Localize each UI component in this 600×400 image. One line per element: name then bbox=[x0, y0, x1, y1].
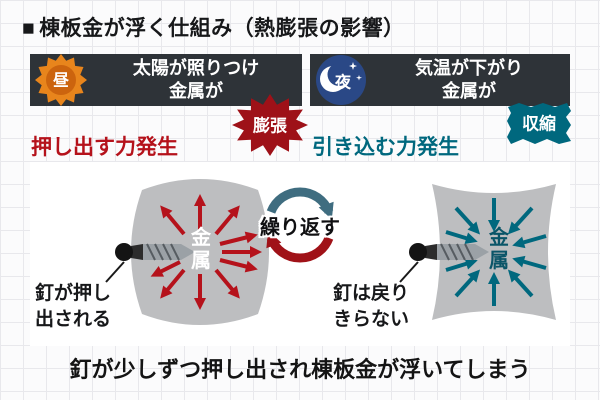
conclusion-text: 釘が少しずつ押し出され棟板金が浮いてしまう bbox=[69, 357, 531, 382]
day-metal-label: 金属 bbox=[191, 227, 211, 272]
screw-icon bbox=[409, 243, 489, 261]
night-nail-note-line2: きらない bbox=[333, 308, 410, 330]
day-nail-note-line1: 釘が押し bbox=[35, 283, 112, 304]
night-contraction-illustration bbox=[399, 184, 556, 320]
contraction-badge-label: 収縮 bbox=[522, 114, 556, 134]
night-force-label: 引き込む力発生 bbox=[312, 136, 459, 159]
repeat-cycle-icon bbox=[266, 187, 334, 263]
page-title: ■棟板金が浮く仕組み（熱膨張の影響） bbox=[22, 12, 405, 42]
moon-icon-label: 夜 bbox=[334, 73, 352, 92]
moon-icon: 夜 bbox=[316, 55, 366, 105]
sun-icon-label: 昼 bbox=[52, 72, 70, 90]
day-expansion-illustration bbox=[105, 179, 269, 325]
title-bullet: ■ bbox=[22, 17, 36, 40]
day-headline-2: 金属が bbox=[169, 81, 223, 101]
night-headline-2: 金属が bbox=[442, 81, 496, 101]
day-nail-note-line2: 出される bbox=[35, 308, 112, 330]
repeat-label: 繰り返す bbox=[260, 217, 340, 239]
inward-arrows bbox=[445, 198, 547, 306]
sun-icon: 昼 bbox=[35, 54, 87, 106]
day-force-label: 押し出す力発生 bbox=[31, 136, 178, 159]
day-nail-note: 釘が押し 出される bbox=[35, 281, 111, 332]
night-headline-1: 気温が下がり bbox=[415, 57, 523, 78]
night-nail-note-line1: 釘は戻り bbox=[333, 283, 410, 304]
day-headline-1: 太陽が照りつけ bbox=[132, 57, 260, 78]
nail-leader-line bbox=[399, 261, 419, 283]
title-text: 棟板金が浮く仕組み（熱膨張の影響） bbox=[39, 17, 405, 40]
expansion-badge-label: 膨張 bbox=[253, 116, 288, 136]
nail-leader-line bbox=[105, 261, 125, 283]
night-metal-label: 金属 bbox=[489, 227, 509, 272]
screw-icon bbox=[115, 243, 195, 261]
contraction-badge: 収縮 bbox=[507, 103, 571, 144]
expansion-burst-badge: 膨張 bbox=[232, 94, 308, 156]
outward-arrows bbox=[150, 194, 262, 310]
night-nail-note: 釘は戻り きらない bbox=[333, 281, 409, 332]
